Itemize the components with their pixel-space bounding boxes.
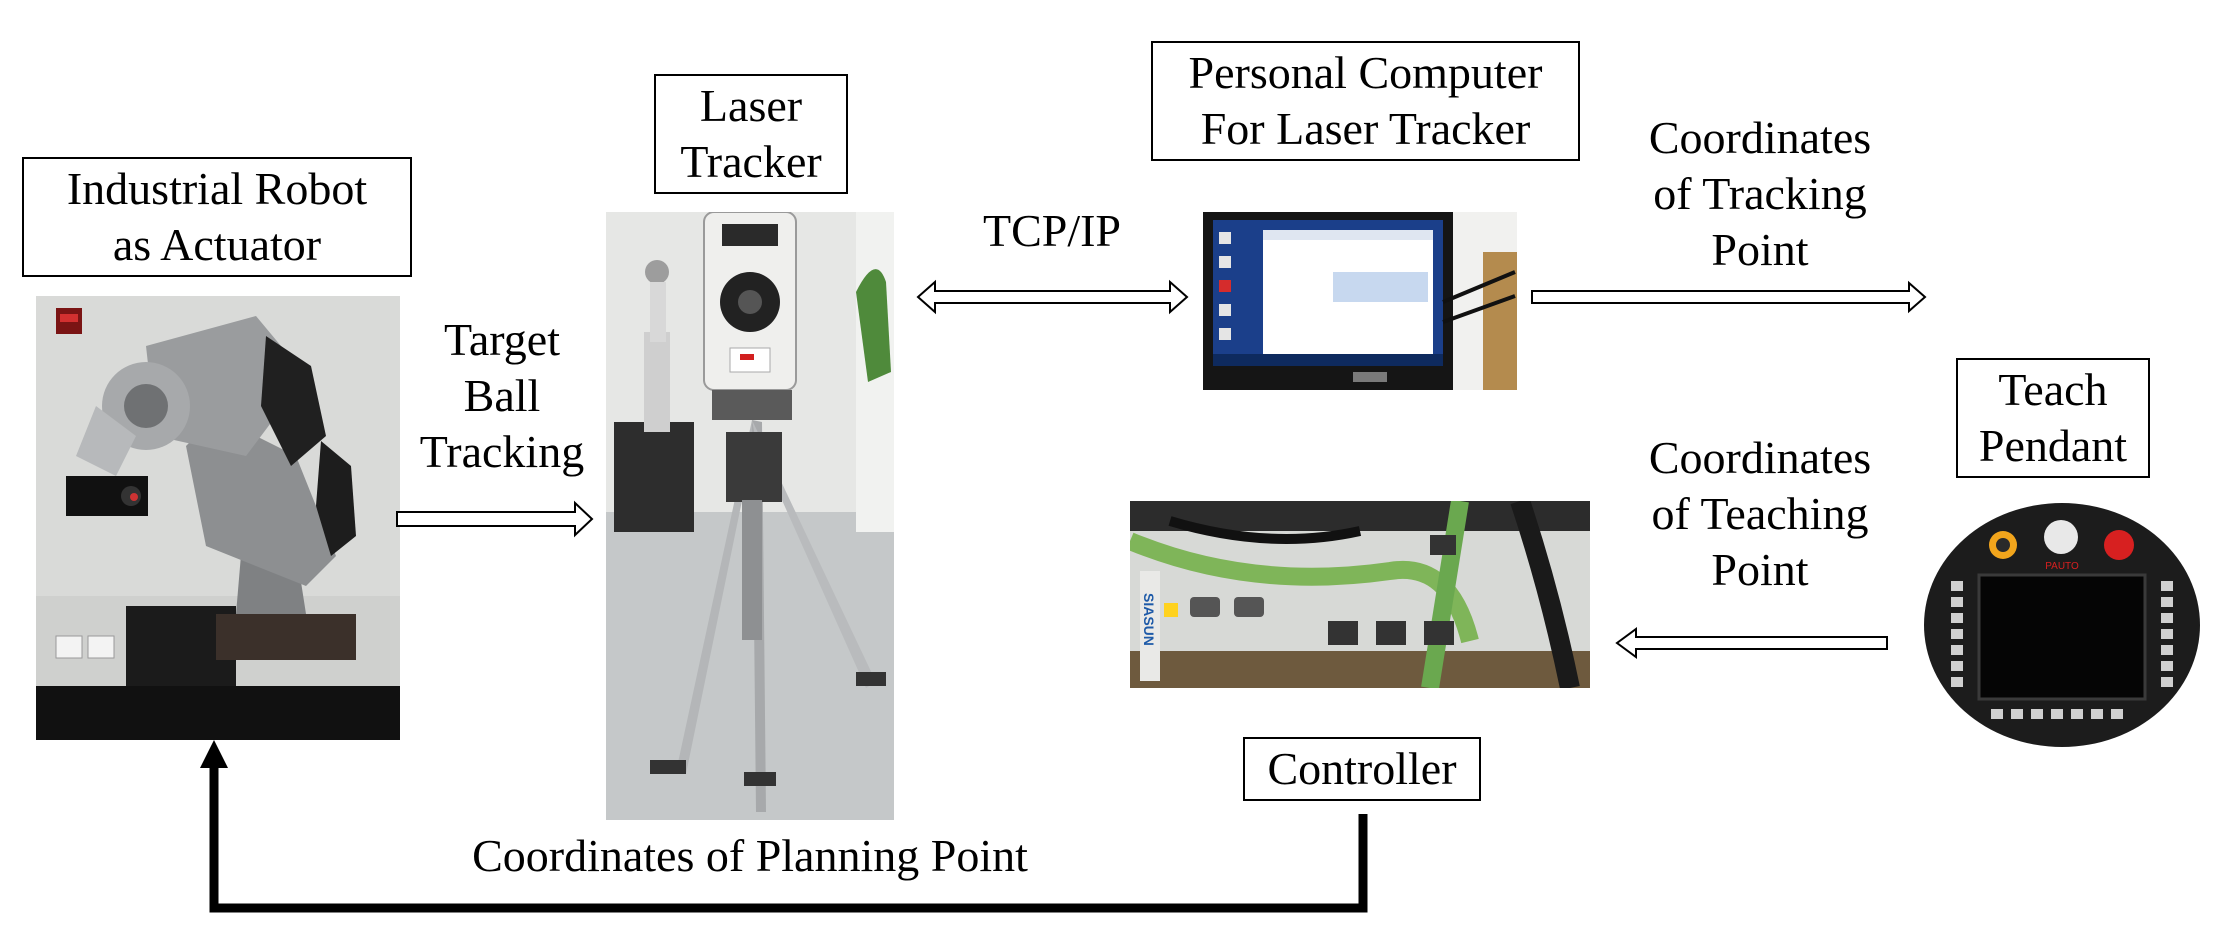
tcpip-label-text: TCP/IP — [982, 205, 1122, 256]
teach-pendant-label-line1: Teach — [1998, 364, 2108, 415]
coordinates-teaching-point-label: Coordinates of Teaching Point — [1600, 430, 1920, 598]
teach-pendant-label-line2: Pendant — [1978, 420, 2128, 472]
robot-icon — [36, 296, 400, 740]
industrial-robot-label: Industrial Robot as Actuator — [22, 157, 412, 278]
controller-photo: SIASUN — [1130, 501, 1590, 688]
planning-point-path — [209, 764, 1368, 913]
laser-tracker-label: Laser Tracker — [654, 74, 848, 195]
laser-tracker-label-line2: Tracker — [680, 136, 822, 188]
target-ball-line2: Ball — [463, 370, 541, 422]
laser-tracker-icon — [606, 212, 894, 820]
laptop-icon — [1203, 212, 1517, 390]
personal-computer-label: Personal Computer For Laser Tracker — [1151, 41, 1580, 162]
pendant-brand-text: PAUTO — [2045, 561, 2079, 572]
tracking-point-arrow — [1531, 280, 1927, 314]
coord-teaching-line3: Point — [1711, 544, 1809, 596]
laser-tracker-photo — [606, 212, 894, 820]
industrial-robot-label-line2: as Actuator — [112, 219, 322, 271]
coord-tracking-line1: Coordinates — [1648, 112, 1872, 163]
controller-icon: SIASUN — [1130, 501, 1590, 688]
teach-pendant-icon: PAUTO — [1921, 501, 2204, 756]
coordinates-planning-point-label: Coordinates of Planning Point — [420, 828, 1080, 884]
personal-computer-photo — [1203, 212, 1517, 390]
controller-brand-text: SIASUN — [1141, 593, 1157, 646]
teaching-point-arrow — [1615, 627, 1888, 659]
coord-teaching-line2: of Teaching — [1651, 488, 1869, 540]
controller-label: Controller — [1243, 737, 1481, 802]
target-ball-arrow — [396, 500, 594, 538]
teach-pendant-label: Teach Pendant — [1956, 358, 2150, 479]
planning-point-arrowhead — [200, 740, 228, 768]
industrial-robot-label-line1: Industrial Robot — [66, 163, 368, 214]
personal-computer-label-line2: For Laser Tracker — [1200, 103, 1531, 155]
target-ball-tracking-label: Target Ball Tracking — [392, 312, 612, 480]
coord-tracking-line3: Point — [1711, 224, 1809, 276]
controller-label-text: Controller — [1267, 743, 1457, 794]
teach-pendant-photo: PAUTO — [1921, 501, 2204, 756]
coord-planning-text: Coordinates of Planning Point — [472, 830, 1028, 881]
target-ball-line3: Tracking — [419, 426, 585, 478]
industrial-robot-photo — [36, 296, 400, 740]
personal-computer-label-line1: Personal Computer — [1188, 47, 1543, 98]
laser-tracker-label-line1: Laser — [699, 80, 803, 131]
target-ball-line1: Target — [444, 314, 560, 365]
tcpip-label: TCP/IP — [962, 203, 1142, 259]
tcpip-double-arrow — [916, 279, 1189, 315]
coord-teaching-line1: Coordinates — [1648, 432, 1872, 483]
coordinates-tracking-point-label: Coordinates of Tracking Point — [1600, 110, 1920, 278]
coord-tracking-line2: of Tracking — [1653, 168, 1867, 220]
